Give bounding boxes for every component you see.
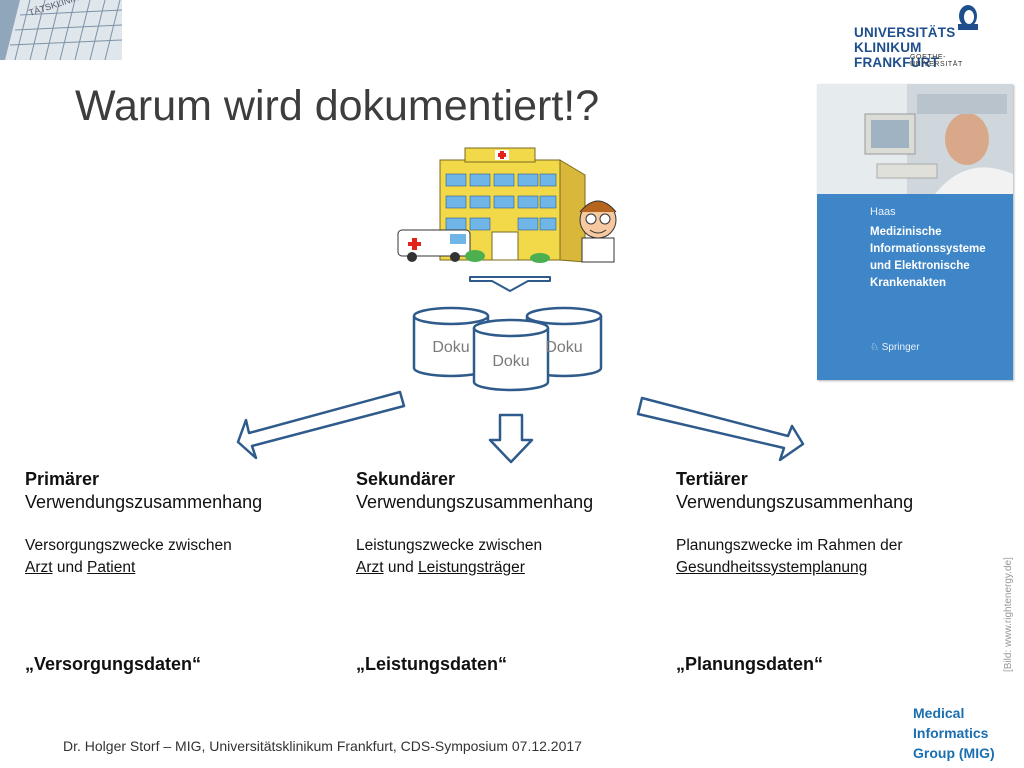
left-arrow-icon xyxy=(236,390,406,460)
building-photo: TÄTSKLINIK xyxy=(0,0,122,60)
database-label: Doku xyxy=(492,353,529,370)
primary-usage-column: Primärer Verwendungszusammenhang Versorg… xyxy=(25,468,345,674)
mig-line-1: Medical xyxy=(913,705,965,721)
database-label: Doku xyxy=(545,339,582,356)
book-title: Medizinische Informationssysteme und Ele… xyxy=(870,224,1010,292)
party-connector: und xyxy=(52,559,88,576)
column-description: Versorgungszwecke zwischen xyxy=(25,537,232,554)
column-subheading: Verwendungszusammenhang xyxy=(356,492,594,512)
secondary-usage-column: Sekundärer Verwendungszusammenhang Leist… xyxy=(356,468,676,674)
book-author: Haas xyxy=(870,206,896,218)
publisher-name: Springer xyxy=(881,342,920,353)
data-type-label: „Planungsdaten“ xyxy=(676,654,824,674)
book-cover: Haas Medizinische Informationssysteme un… xyxy=(817,84,1013,380)
mig-logo: Medical Informatics Group (MIG) xyxy=(913,703,995,763)
mig-line-3: Group (MIG) xyxy=(913,745,995,761)
down-arrow-icon xyxy=(469,276,551,292)
column-description: Planungszwecke im Rahmen der xyxy=(676,537,903,554)
party-a: Arzt xyxy=(25,559,53,576)
column-parties: Gesundheitssystemplanung xyxy=(676,556,996,580)
column-subheading: Verwendungszusammenhang xyxy=(25,492,263,512)
column-parties: Arzt und Leistungsträger xyxy=(356,556,676,580)
book-title-line: Medizinische xyxy=(870,226,942,238)
book-publisher: ♘ Springer xyxy=(870,342,920,353)
database-icon xyxy=(472,318,550,392)
logo-line-1: UNIVERSITÄTS xyxy=(854,25,956,40)
party-connector: und xyxy=(383,559,419,576)
book-title-line: und Elektronische xyxy=(870,260,970,272)
column-heading: Sekundärer xyxy=(356,469,456,489)
column-description: Leistungszwecke zwischen xyxy=(356,537,543,554)
goethe-portrait-icon xyxy=(958,5,978,30)
tertiary-usage-column: Tertiärer Verwendungszusammenhang Planun… xyxy=(676,468,996,674)
party-b: Leistungsträger xyxy=(418,559,525,576)
column-subheading: Verwendungszusammenhang xyxy=(676,492,914,512)
university-hospital-logo: UNIVERSITÄTS KLINIKUM FRANKFURT GOETHE-U… xyxy=(850,4,990,70)
springer-horse-icon: ♘ xyxy=(870,342,879,353)
party-b: Patient xyxy=(87,559,136,576)
column-parties: Arzt und Patient xyxy=(25,556,345,580)
image-credit: [Bild: www.rightenergy.de] xyxy=(1003,557,1014,672)
down-arrow-icon xyxy=(488,413,534,464)
mig-line-2: Informatics xyxy=(913,725,989,741)
right-arrow-icon xyxy=(636,396,805,462)
logo-line-3: GOETHE-UNIVERSITÄT xyxy=(910,54,963,68)
party-a: Gesundheitssystemplanung xyxy=(676,559,868,576)
slide-title: Warum wird dokumentiert!? xyxy=(75,82,600,130)
footer-text: Dr. Holger Storf – MIG, Universitätsklin… xyxy=(63,738,582,754)
book-title-line: Krankenakten xyxy=(870,277,947,289)
book-cover-photo xyxy=(817,84,1013,194)
database-label: Doku xyxy=(432,339,469,356)
data-type-label: „Versorgungsdaten“ xyxy=(25,654,202,674)
book-title-line: Informationssysteme xyxy=(870,243,986,255)
party-a: Arzt xyxy=(356,559,384,576)
data-type-label: „Leistungsdaten“ xyxy=(356,654,508,674)
logo-line-2: KLINIKUM FRANKFURT xyxy=(854,40,940,70)
column-heading: Tertiärer xyxy=(676,469,748,489)
hospital-icon xyxy=(397,147,617,263)
column-heading: Primärer xyxy=(25,469,100,489)
